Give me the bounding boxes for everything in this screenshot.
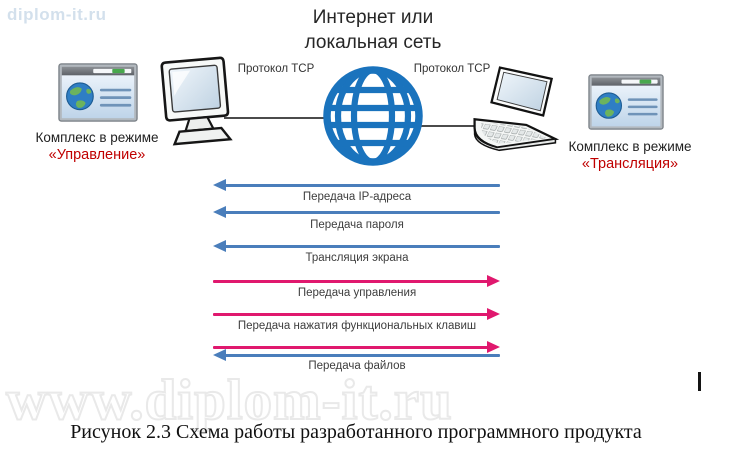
left-node-mode-label: «Управление» <box>48 147 146 163</box>
link-globe-to-laptop <box>420 125 480 127</box>
protocol-label-right: Протокол TCP <box>413 63 491 75</box>
arrow-file-transfer-out <box>213 341 500 354</box>
arrowhead-right-icon <box>487 308 500 320</box>
site-watermark-small: diplom-it.ru <box>7 5 107 24</box>
arrowhead-right-icon <box>487 341 500 353</box>
arrow-label-file-transfer: Передача файлов <box>308 360 406 372</box>
arrow-label-function-keys: Передача нажатия функциональных клавиш <box>237 320 477 332</box>
left-node-label: Комплекс в режиме «Управление» <box>19 130 175 163</box>
globe-icon <box>320 63 426 169</box>
desktop-monitor-icon <box>157 53 237 151</box>
arrow-control-transfer <box>213 275 500 288</box>
right-node-label-line1: Комплекс в режиме <box>568 139 692 154</box>
arrow-password <box>213 206 500 219</box>
browser-window-icon <box>57 63 139 122</box>
diagram-title-line2: локальная сеть <box>304 32 442 53</box>
arrow-label-ip-address: Передача IP-адреса <box>302 191 412 203</box>
arrow-function-keys <box>213 308 500 321</box>
browser-window-icon <box>588 74 664 130</box>
arrow-label-screen-broadcast: Трансляция экрана <box>305 252 409 264</box>
diagram-title: Интернет или локальная сеть <box>270 5 476 55</box>
arrowhead-right-icon <box>487 275 500 287</box>
text-cursor <box>698 372 701 391</box>
arrowhead-left-icon <box>213 206 226 218</box>
figure-caption: Рисунок 2.3 Схема работы разработанного … <box>70 421 642 443</box>
arrow-ip-address <box>213 179 500 192</box>
arrowhead-left-icon <box>213 349 226 361</box>
arrow-screen-broadcast <box>213 240 500 253</box>
right-node-label: Комплекс в режиме «Трансляция» <box>552 139 708 172</box>
site-watermark-large: www.diplom-it.ru <box>5 368 453 433</box>
arrow-file-transfer-in <box>213 349 500 362</box>
laptop-icon <box>468 62 562 154</box>
arrowhead-left-icon <box>213 240 226 252</box>
arrow-label-control-transfer: Передача управления <box>297 287 417 299</box>
diagram-title-line1: Интернет или <box>312 7 434 28</box>
right-node-mode-label: «Трансляция» <box>581 156 679 172</box>
arrow-label-password: Передача пароля <box>310 219 404 231</box>
left-node-label-line1: Комплекс в режиме <box>35 130 159 145</box>
link-monitor-to-globe <box>224 117 324 119</box>
protocol-label-left: Протокол TCP <box>237 63 315 75</box>
arrowhead-left-icon <box>213 179 226 191</box>
